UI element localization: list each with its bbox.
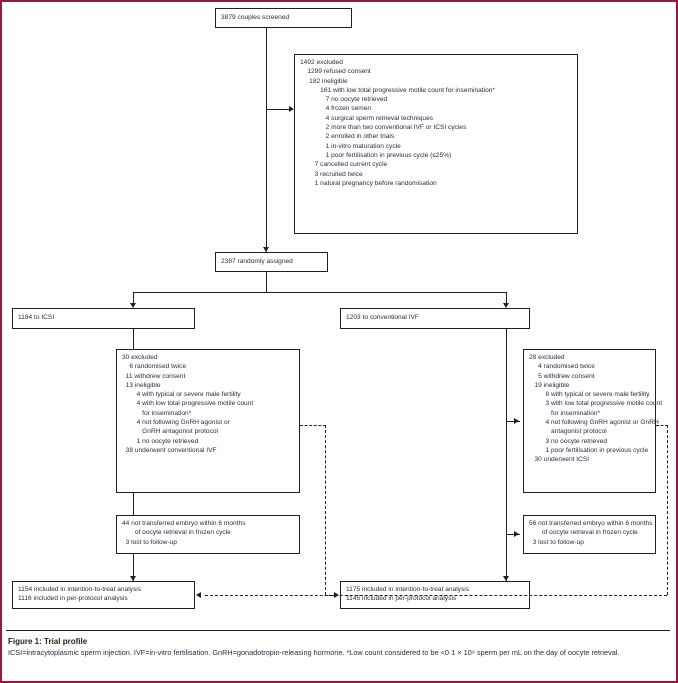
arrowhead-dashed-into-left-analysis <box>196 591 201 598</box>
node-right-not-transferred: 56 not transferred embryo within 6 month… <box>523 515 656 554</box>
arrowhead-into-randomised <box>262 247 269 252</box>
figure-label: Figure 1 <box>8 637 40 646</box>
node-left-excluded: 30 excluded 6 randomised twice 11 withdr… <box>116 349 300 493</box>
caption-separator-rule <box>6 630 670 631</box>
page-rule-top <box>0 0 678 2</box>
node-right-excluded: 28 excluded 4 randomised twice 5 withdre… <box>523 349 662 493</box>
dashed-right-crossover-vertical <box>667 425 668 595</box>
connector-right-to-excluded <box>506 421 520 422</box>
caption-title-line: Figure 1: Trial profile <box>8 636 670 647</box>
dashed-left-crossover-vertical <box>325 425 326 595</box>
dashed-left-crossover-top <box>300 425 326 426</box>
connector-to-right-arm <box>506 292 507 306</box>
connector-to-excluded <box>266 109 290 110</box>
node-left-analysis: 1154 included in intention-to-treat anal… <box>12 581 195 609</box>
arrowhead-into-right-arm <box>502 303 509 308</box>
page-rule-right <box>676 0 678 683</box>
connector-right-arm-spine <box>506 329 507 581</box>
arrowhead-dashed-into-right-analysis <box>334 591 339 598</box>
page-rule-bottom <box>0 681 678 683</box>
connector-to-left-arm <box>133 292 134 306</box>
dashed-right-crossover-top <box>656 425 668 426</box>
figure-title: Trial profile <box>44 637 88 646</box>
arrowhead-into-left-arm <box>129 303 136 308</box>
node-couples-screened: 3879 couples screened <box>215 8 352 28</box>
caption-body-text: ICSI=intracytoplasmic sperm injection. I… <box>8 648 620 657</box>
node-randomly-assigned: 2387 randomly assigned <box>215 252 328 272</box>
page-rule-left <box>0 0 2 683</box>
connector-right-to-not-transferred <box>506 534 520 535</box>
connector-screened-to-randomised <box>266 28 267 252</box>
arrowhead-into-right-not-transferred <box>514 530 519 537</box>
dashed-right-crossover-into-left-analysis <box>205 595 667 596</box>
arrowhead-into-right-excluded <box>514 417 519 424</box>
arrowhead-into-left-analysis <box>129 576 136 581</box>
node-arm-icsi: 1184 to ICSI <box>12 308 195 329</box>
arrowhead-into-right-analysis <box>502 576 509 581</box>
figure-caption: Figure 1: Trial profile ICSI=intracytopl… <box>8 636 670 659</box>
caption-colon: : <box>39 637 45 646</box>
node-arm-conventional-ivf: 1203 to conventional IVF <box>340 308 530 329</box>
connector-randomised-split <box>133 292 507 293</box>
connector-randomised-stem <box>266 272 267 292</box>
arrowhead-into-excluded <box>289 105 294 112</box>
node-left-not-transferred: 44 not transferred embryo within 6 month… <box>116 515 300 554</box>
node-excluded: 1492 excluded 1299 refused consent 182 i… <box>294 54 578 234</box>
